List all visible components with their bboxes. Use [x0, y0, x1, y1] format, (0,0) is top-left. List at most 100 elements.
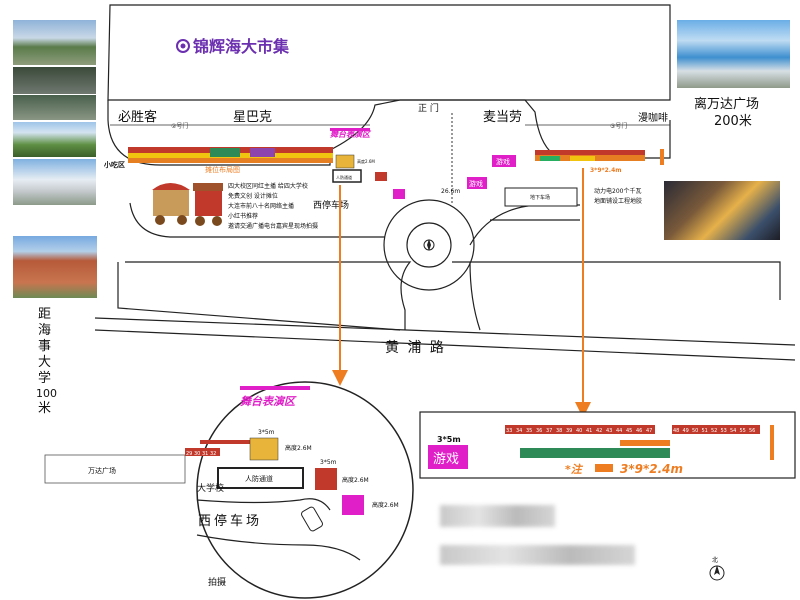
zoom-detail-left: 舞台表演区 29 30 31 32 人防通道 3*5m 高度2.6M 3*5m … — [185, 381, 414, 599]
haishi-char-4: 大 — [38, 355, 51, 370]
games-label-top-1: 游戏 — [496, 157, 510, 166]
wanda-distance-line1: 离万达广场 — [694, 96, 759, 112]
right-booth-num-40: 40 — [576, 428, 582, 434]
right-booth-num-47: 47 — [646, 428, 652, 434]
games-label-top-2: 游戏 — [469, 179, 483, 188]
right-booth-num-56: 56 — [749, 428, 755, 434]
right-booth-num-34: 34 — [516, 428, 522, 434]
small-eat-label: 小吃区 — [103, 160, 125, 169]
left-booth-num-32: 32 — [210, 451, 216, 457]
right-booth-num-54: 54 — [730, 428, 736, 434]
road-network — [94, 199, 796, 361]
right-booth-num-50: 50 — [692, 428, 698, 434]
photo-campus-trees — [13, 122, 96, 157]
photo-short-label: 拍摄 — [208, 576, 226, 588]
booth-strip-right — [535, 149, 664, 165]
blurred-text-1 — [440, 505, 555, 527]
gate-2-label: ②号门 — [171, 122, 188, 130]
shop-maidanglao: 麦当劳 — [483, 109, 522, 125]
booth-large-2 — [315, 468, 337, 490]
west-parking-label-top: 西停车场 — [313, 199, 349, 211]
note-size-detail: 3*9*2.4m — [620, 462, 683, 476]
booth-top-1 — [335, 154, 355, 169]
gate-3-label: ③号门 — [610, 122, 627, 130]
left-booth-num-31: 31 — [202, 451, 208, 457]
stage-label-large: 舞台表演区 — [240, 395, 297, 408]
haishi-char-2: 海 — [38, 323, 51, 338]
left-booth-num-30: 30 — [194, 451, 200, 457]
note-size-top: 3*9*2.4m — [590, 167, 622, 174]
north-arrow-icon: 北 — [709, 556, 725, 581]
civil-passage-label-top: 人防通道 — [336, 174, 352, 180]
right-booth-num-36: 36 — [536, 428, 542, 434]
booth-line-3: 大连市前八十名网络主播 — [228, 202, 294, 210]
games-box-top-1 — [492, 155, 516, 167]
power-note-2: 地面铺设工程地胶 — [594, 197, 642, 205]
right-booth-num-39: 39 — [566, 428, 572, 434]
road-label: 黄 浦 路 — [385, 339, 446, 356]
underground-parking-label: 地下车场 — [530, 194, 550, 201]
games-box-detail — [428, 445, 468, 469]
right-booth-num-38: 38 — [556, 428, 562, 434]
shop-bishengke: 必胜客 — [118, 109, 157, 125]
width-label: 26.6m — [441, 188, 460, 195]
underground-parking-box — [504, 187, 578, 207]
shop-xingbake: 星巴克 — [233, 110, 272, 125]
civil-passage-box-top — [332, 169, 362, 183]
height-label-top-1: 高度2.6M — [357, 158, 375, 164]
civil-passage-label-large: 人防通道 — [245, 474, 273, 483]
right-booth-num-33: 33 — [506, 428, 512, 434]
photo-campus-gate — [13, 20, 96, 65]
market-title: 锦辉海大市集 — [193, 37, 290, 56]
booth-large-3 — [342, 495, 364, 515]
photo-campus-sign-2 — [13, 95, 96, 120]
right-booth-num-51: 51 — [702, 428, 708, 434]
power-note-1: 动力电200个千瓦 — [594, 187, 641, 195]
left-booth-num-29: 29 — [186, 451, 192, 457]
right-booth-num-43: 43 — [606, 428, 612, 434]
haishi-char-1: 距 — [38, 307, 51, 322]
booth-top-2 — [375, 172, 387, 181]
booth-large-1 — [249, 437, 279, 461]
photo-wanda-plaza — [677, 20, 790, 88]
north-label: 北 — [712, 556, 718, 564]
haishi-char-7: 米 — [38, 401, 51, 416]
roundabout-compass-icon — [423, 239, 435, 251]
booth-line-2: 免费文创 设计摊位 — [228, 192, 278, 200]
market-logo-icon — [176, 39, 190, 53]
wanda-plaza-strip — [44, 454, 186, 484]
haishi-char-3: 事 — [38, 339, 51, 354]
right-booth-num-41: 41 — [586, 428, 592, 434]
right-booth-num-45: 45 — [626, 428, 632, 434]
zoom-detail-right: 3*5m 游戏 *注 3*9*2.4m — [419, 411, 796, 479]
booth-layout-title: 摊位布局图 — [205, 165, 240, 174]
games-size-detail: 3*5m — [437, 435, 461, 444]
height-label-3: 高度2.6M — [372, 501, 399, 509]
right-booth-num-35: 35 — [526, 428, 532, 434]
booth-line-1: 四大校区同红主播 给四大学校 — [228, 182, 308, 190]
right-booth-num-46: 46 — [636, 428, 642, 434]
booth-size-a: 3*5m — [258, 429, 275, 436]
right-booth-num-42: 42 — [596, 428, 602, 434]
right-booth-num-52: 52 — [711, 428, 717, 434]
wanda-distance-line2: 200米 — [714, 114, 752, 129]
right-booth-num-53: 53 — [721, 428, 727, 434]
booth-top-3 — [393, 189, 405, 199]
photo-haishi-building — [13, 236, 97, 298]
booth-size-b: 3*5m — [320, 459, 337, 466]
stage-label-small: 舞台表演区 — [330, 130, 372, 139]
booth-cart-illustration — [152, 183, 223, 226]
haishi-char-5: 学 — [38, 370, 51, 386]
photo-campus-building — [13, 159, 96, 205]
west-parking-label-large: 西停车场 — [198, 513, 262, 529]
height-label-2: 高度2.6M — [342, 476, 369, 484]
note-prefix: *注 — [565, 463, 584, 476]
photo-campus-sign-1 — [13, 67, 96, 94]
games-box-top-2 — [467, 177, 487, 189]
shop-mankafei: 漫咖啡 — [638, 112, 668, 124]
booth-line-4: 小红书推荐 — [228, 212, 258, 220]
blurred-text-2 — [440, 545, 635, 565]
stage-bar-small — [330, 128, 370, 131]
right-booth-num-37: 37 — [546, 428, 552, 434]
